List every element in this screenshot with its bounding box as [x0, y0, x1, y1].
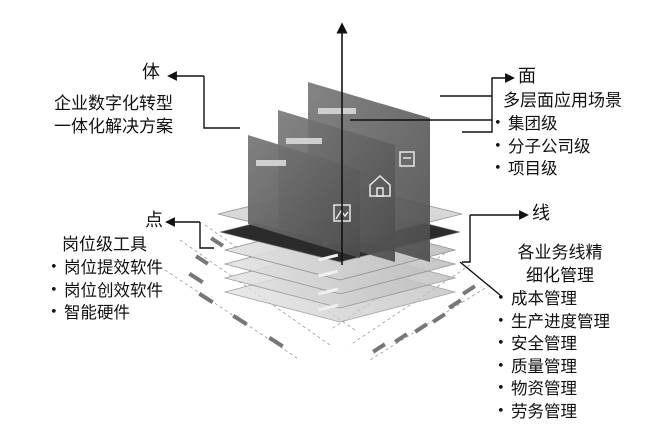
face-list: 集团级 分子公司级 项目级: [494, 113, 591, 181]
line-heading: 线: [532, 203, 550, 224]
line-item: 成本管理: [497, 288, 610, 311]
point-list: 岗位提效软件 岗位创效软件 智能硬件: [50, 257, 163, 325]
floor-grid-labels: [188, 236, 476, 354]
point-connector: [199, 222, 214, 249]
face-connector-3: [462, 120, 493, 133]
line-connector: [462, 215, 471, 263]
face-item: 项目级: [494, 158, 591, 181]
line-item: 劳务管理: [497, 401, 610, 424]
body-heading: 体: [142, 62, 160, 83]
line-item: 物资管理: [497, 378, 610, 401]
face-connector: [350, 73, 515, 121]
point-heading: 点: [145, 210, 163, 231]
house-icon: [369, 174, 391, 197]
line-subtitle-1: 各业务线精: [517, 243, 603, 263]
face-item: 集团级: [494, 113, 591, 136]
line-list: 成本管理 生产进度管理 安全管理 质量管理 物资管理 劳务管理: [497, 288, 610, 423]
body-line-2: 一体化解决方案: [54, 117, 173, 137]
line-item: 质量管理: [497, 356, 610, 379]
body-connector: [203, 76, 240, 129]
face-heading: 面: [518, 66, 536, 87]
point-item: 岗位创效软件: [50, 280, 163, 303]
line-subtitle-2: 细化管理: [526, 266, 594, 286]
face-item: 分子公司级: [494, 136, 591, 159]
line-item: 生产进度管理: [497, 311, 610, 334]
point-subtitle: 岗位级工具: [62, 235, 147, 255]
building-icon: [399, 151, 415, 167]
line-connector-2: [459, 261, 501, 296]
panel-front: [248, 135, 360, 258]
point-item: 岗位提效软件: [50, 257, 163, 280]
face-subtitle: 多层面应用场景: [503, 91, 622, 111]
point-item: 智能硬件: [50, 302, 163, 325]
line-item: 安全管理: [497, 333, 610, 356]
body-line-1: 企业数字化转型: [54, 94, 173, 114]
